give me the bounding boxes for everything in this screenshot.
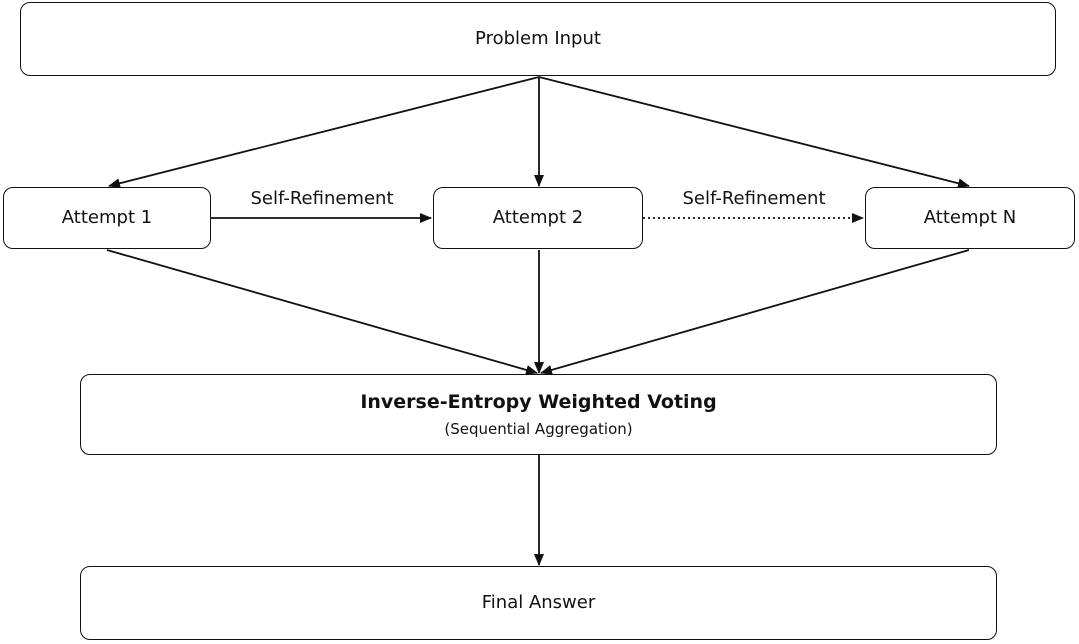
edge-attempt-1-to-voting [106, 249, 538, 375]
attempt-1-label: Attempt 1 [61, 207, 153, 229]
voting-node: Inverse-Entropy Weighted Voting (Sequent… [80, 374, 997, 455]
voting-subtitle: (Sequential Aggregation) [444, 419, 633, 438]
refine-label-2-to-n: Self-Refinement [682, 188, 826, 209]
edge-input-to-attempt-n [538, 76, 970, 189]
final-answer-label: Final Answer [481, 592, 596, 614]
refine-label-1-to-2: Self-Refinement [250, 188, 394, 209]
attempt-n-label: Attempt N [923, 207, 1017, 229]
problem-input-node: Problem Input [20, 2, 1056, 76]
attempt-n-node: Attempt N [865, 187, 1075, 249]
edge-input-to-attempt-1 [108, 76, 540, 189]
edge-attempt-n-to-voting [540, 249, 970, 375]
attempt-1-node: Attempt 1 [3, 187, 211, 249]
problem-input-label: Problem Input [475, 28, 601, 50]
voting-title: Inverse-Entropy Weighted Voting [360, 391, 717, 414]
attempt-2-label: Attempt 2 [492, 207, 584, 229]
final-answer-node: Final Answer [80, 566, 997, 640]
attempt-2-node: Attempt 2 [433, 187, 643, 249]
